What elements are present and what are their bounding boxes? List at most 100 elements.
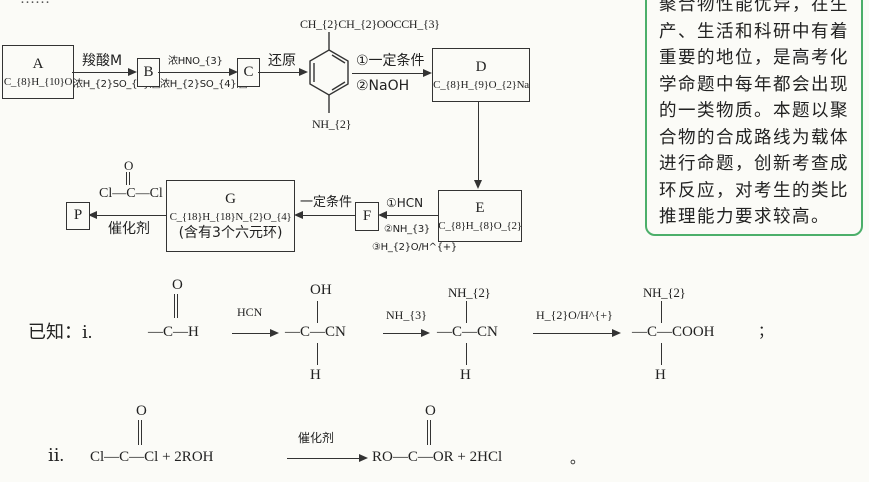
compound-b-box: B (137, 58, 160, 87)
substituent-label: CH_{2}CH_{2}OOCCH_{3} (300, 17, 440, 31)
compound-d-box: D C_{8}H_{9}O_{2}Na (432, 48, 530, 102)
reagent-label: H_{2}O/H^{+} (536, 308, 613, 322)
condition-label: ③H_{2}O/H^{+} (372, 242, 457, 253)
bond (317, 343, 318, 365)
compound-formula: C_{8}H_{8}O_{2} (438, 219, 522, 232)
arrowhead-icon (299, 68, 308, 76)
double-bond (427, 420, 431, 445)
compound-label: P (73, 207, 83, 224)
phosgene-label: Cl—C—Cl (99, 186, 163, 201)
arrow-g-p (96, 215, 166, 216)
oxygen-label: O (136, 403, 147, 419)
compound-formula: C_{8}H_{10}O (3, 75, 73, 88)
arrow-e-f (386, 215, 438, 216)
compound-label: G (225, 191, 236, 207)
substituent-label: NH_{2} (312, 117, 352, 131)
reagent-label: NH_{3} (386, 308, 427, 322)
reagent-label: 还原 (268, 53, 296, 69)
punctuation: ； (758, 324, 774, 340)
condition-label: ②NH_{3} (384, 224, 430, 235)
bond (466, 343, 467, 365)
reaction-ii-prefix: ⅱ. (48, 445, 65, 465)
condition-label: ①HCN (386, 196, 424, 210)
arrow (287, 458, 360, 459)
bond (466, 301, 467, 323)
compound-label: D (475, 59, 487, 76)
double-bond (138, 420, 142, 445)
condition-label: 一定条件 (300, 195, 353, 210)
oxygen-label: O (124, 158, 134, 173)
products: RO—C—OR + 2HCl (372, 449, 503, 465)
compound-e-box: E C_{8}H_{8}O_{2} (438, 190, 522, 242)
oxygen-label: O (425, 403, 436, 419)
compound-f-box: F (355, 202, 379, 231)
substituent-label: H (460, 367, 471, 383)
commentary-line: 学命题中每年都会出现 (659, 74, 849, 95)
double-bond (126, 172, 130, 185)
compound-g-box: G C_{18}H_{18}N_{2}O_{4}(含有3个六元环) (166, 180, 295, 252)
arrowhead-icon (421, 329, 430, 337)
catalyst-label: 催化剂 (298, 431, 335, 445)
arrow (533, 333, 613, 334)
arrow (383, 333, 422, 334)
arrow-c-ring (258, 72, 300, 73)
arrowhead-icon (474, 180, 482, 189)
amino-acid-group: —C—COOH (632, 324, 715, 340)
condition-label: 浓H_{2}SO_{4},△ (160, 79, 247, 90)
compound-label: C (243, 63, 254, 80)
arrow-d-e (478, 101, 479, 181)
aminonitrile-group: —C—CN (437, 324, 498, 340)
arrowhead-icon (229, 68, 238, 76)
bond (661, 343, 662, 365)
benzene-ring-icon (309, 32, 349, 113)
arrow-a-b (72, 72, 129, 73)
arrow-b-c (158, 72, 230, 73)
substituent-label: OH (310, 282, 332, 298)
commentary-line: 产、生活和科研中有着 (659, 21, 849, 42)
cyanohydrin-group: —C—CN (285, 324, 346, 340)
compound-a-box: A C_{8}H_{10}O (2, 45, 74, 99)
arrowhead-icon (270, 329, 279, 337)
substituent-label: H (655, 367, 666, 383)
reactants: Cl—C—Cl + 2ROH (90, 449, 214, 465)
commentary-line: 进行命题，创新考查成 (659, 154, 849, 174)
commentary-box: 聚合物性能优异，在生产、生活和科研中有着重要的地位，是高考化学命题中每年都会出现… (645, 0, 863, 236)
compound-label: B (143, 63, 154, 80)
commentary-line: 合物的合成路线为载体 (659, 127, 849, 148)
substituent-label: H (310, 367, 321, 383)
compound-label: F (362, 207, 372, 224)
commentary-line: 的一类物质。本题以聚 (659, 101, 849, 121)
arrowhead-icon (378, 211, 387, 219)
double-bond (174, 294, 178, 318)
commentary-line: 环反应，对考生的类比 (659, 180, 849, 201)
arrowhead-icon (128, 68, 137, 76)
commentary-line: 聚合物性能优异，在生 (659, 0, 849, 15)
catalyst-label: 催化剂 (108, 221, 150, 237)
compound-label: E (475, 200, 485, 217)
condition-label: ①一定条件 (356, 53, 425, 69)
arrowhead-icon (294, 211, 303, 219)
substituent-label: NH_{2} (448, 285, 491, 300)
arrow (232, 333, 270, 334)
arrowhead-icon (423, 69, 432, 77)
compound-p-box: P (66, 202, 90, 230)
compound-label: A (32, 56, 44, 73)
reagent-label: 浓HNO_{3} (168, 56, 223, 67)
reagent-label: HCN (237, 305, 263, 319)
substituent-label: NH_{2} (643, 285, 686, 300)
compound-note: (含有3个六元环) (178, 224, 283, 241)
compound-formula: C_{18}H_{18}N_{2}O_{4} (169, 210, 292, 223)
arrow-f-g (302, 215, 355, 216)
cut-off-text: …… (20, 0, 50, 7)
known-prefix: 已知：ⅰ. (28, 322, 93, 342)
reagent-label: 羧酸M (82, 53, 123, 69)
oxygen-label: O (172, 277, 183, 293)
arrowhead-icon (612, 329, 621, 337)
compound-formula: C_{8}H_{9}O_{2}Na (433, 78, 529, 91)
arrowhead-icon (88, 211, 97, 219)
arrowhead-icon (359, 454, 368, 462)
commentary-line: 推理能力要求较高。 (659, 207, 830, 227)
condition-label: ②NaOH (356, 78, 410, 94)
arrow-ring-d (352, 73, 424, 74)
condition-label: 浓H_{2}SO_{4},△ (73, 79, 160, 90)
